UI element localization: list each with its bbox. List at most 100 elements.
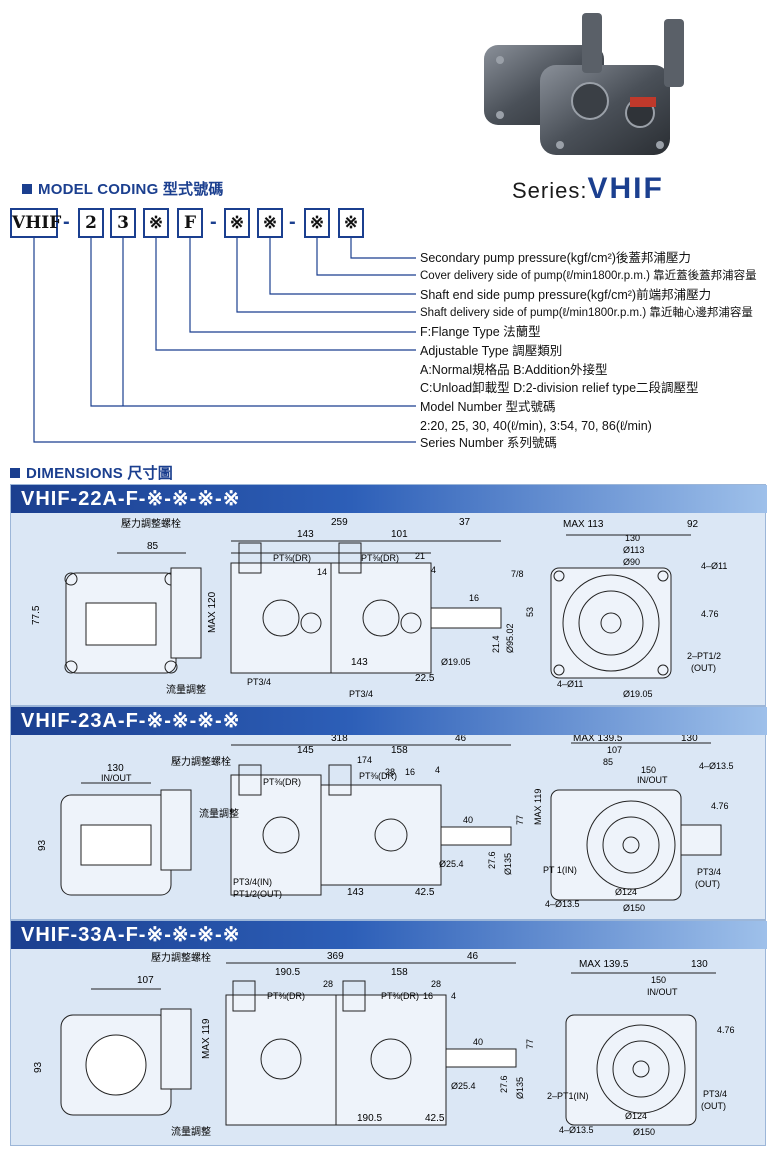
phi-135: Ø135 (515, 1077, 525, 1099)
drawing-23a: 130 IN/OUT 壓力調整螺栓 流量調整 93 318 145 158 46… (37, 735, 734, 913)
pt-dr-a: PT⅜(DR) (273, 553, 311, 563)
dim-143: 143 (347, 887, 364, 898)
code-box-adjustable: ※ (143, 208, 169, 238)
dim-77-5: 77.5 (31, 605, 42, 625)
product-photo (484, 13, 684, 155)
dim-85: 85 (147, 541, 159, 552)
pt12: 2–PT1/2 (687, 651, 721, 661)
dim-16: 16 (405, 767, 415, 777)
dim-42-5: 42.5 (415, 887, 435, 898)
dim-77: 77 (515, 815, 525, 825)
legend-shaft-delivery: Shaft delivery side of pump(ℓ/min1800r.p… (420, 307, 753, 319)
dim-28: 28 (323, 979, 333, 989)
dim-190-5: 190.5 (275, 967, 300, 978)
phi-124: Ø124 (615, 887, 637, 897)
dim-7-8: 7/8 (511, 569, 524, 579)
model-coding-title: MODEL CODING 型式號碼 (38, 181, 224, 198)
square-bullet-icon (22, 184, 32, 194)
phi-25: Ø25.4 (439, 859, 464, 869)
dim-28b: 28 (431, 979, 441, 989)
dim-4: 4 (451, 991, 456, 1001)
dim-37: 37 (459, 517, 471, 528)
square-bullet-icon (10, 468, 20, 478)
dim-21-4: 21.4 (491, 635, 501, 653)
phi-150: Ø150 (623, 903, 645, 913)
adj-bolt-label: 壓力調整螺栓 (171, 755, 231, 768)
flow-adj-label: 流量調整 (171, 1125, 211, 1138)
pt34in: PT3/4(IN) (233, 877, 272, 887)
pt12out: PT1/2(OUT) (233, 889, 282, 899)
dim-28: 28 (385, 767, 395, 777)
code-box-cover-delivery: ※ (304, 208, 330, 238)
dimension-panel-23a: VHIF-23A-F-※-※-※-※ 130 IN/OUT 壓力調整螺栓 流量調… (10, 706, 767, 920)
legend-shaft-pressure: Shaft end side pump pressure(kgf/cm²)前端邦… (420, 288, 712, 302)
phi-95: Ø95.02 (505, 623, 515, 653)
legend-model-values: 2:20, 25, 30, 40(ℓ/min), 3:54, 70, 86(ℓ/… (420, 419, 652, 433)
out-label: (OUT) (695, 879, 720, 889)
legend-adjustable-type: Adjustable Type 調壓類別 (420, 344, 563, 358)
legend-adjustable-ab: A:Normal規格品 B:Addition外接型 (420, 363, 608, 377)
dim-369: 369 (327, 951, 344, 962)
max119: MAX 119 (201, 1018, 212, 1059)
dim-92: 92 (687, 519, 699, 530)
code-box-shaft-pressure: ※ (257, 208, 283, 238)
dim-max120: MAX 120 (207, 591, 218, 633)
phi-19: Ø19.05 (441, 657, 471, 667)
phi-90: Ø90 (623, 557, 640, 567)
dim-145: 145 (297, 745, 314, 756)
panel-title: VHIF-22A-F-※-※-※-※ (11, 485, 767, 513)
pt-dr-b: PT⅜(DR) (361, 553, 399, 563)
inout: IN/OUT (101, 773, 132, 783)
dim-158: 158 (391, 745, 408, 756)
dim-174: 174 (357, 755, 372, 765)
series-name: VHIF (587, 172, 664, 205)
series-label: Series:VHIF (512, 172, 664, 206)
dim-42-5: 42.5 (425, 1113, 445, 1124)
max139: MAX 139.5 (579, 959, 629, 970)
code-dash: - (210, 211, 217, 233)
dim-130: 130 (625, 533, 640, 543)
series-prefix: Series: (512, 178, 588, 203)
dim-259: 259 (331, 517, 348, 528)
code-box-flange: F (177, 208, 203, 238)
legend-adjustable-cd: C:Unload卸載型 D:2-division relief type二段調壓… (420, 381, 699, 395)
dim-46: 46 (455, 735, 467, 744)
dim-101: 101 (391, 529, 408, 540)
inout: IN/OUT (647, 987, 678, 997)
pt34: PT3/4 (703, 1089, 727, 1099)
dim-93: 93 (33, 1061, 44, 1073)
phi-19b: Ø19.05 (623, 689, 653, 699)
coding-leader-lines (33, 238, 416, 443)
dim-77: 77 (525, 1039, 535, 1049)
dim-107: 107 (607, 745, 622, 755)
pt-dr-b: PT⅜(DR) (359, 771, 397, 781)
legend-model-number: Model Number 型式號碼 (420, 400, 556, 414)
code-box-series: VHIF (10, 208, 61, 238)
dim-4: 4 (435, 765, 440, 775)
legend-series-number: Series Number 系列號碼 (420, 436, 557, 450)
hole: 4–Ø13.5 (559, 1125, 594, 1135)
phi-135: Ø135 (503, 853, 513, 875)
panel-title: VHIF-23A-F-※-※-※-※ (11, 707, 767, 735)
pt-dr-a: PT⅜(DR) (263, 777, 301, 787)
dim-21: 21 (415, 551, 425, 561)
hole2: 4–Ø13.5 (545, 899, 580, 909)
legend-secondary-pressure: Secondary pump pressure(kgf/cm²)後蓋邦浦壓力 (420, 251, 691, 265)
dimensions-heading: DIMENSIONS 尺寸圖 (10, 462, 173, 483)
dim-40: 40 (473, 1037, 483, 1047)
code-dash: - (63, 211, 70, 233)
flow-adj-label: 流量調整 (199, 807, 239, 820)
flow-adj-label: 流量調整 (166, 683, 206, 696)
legend-cover-delivery: Cover delivery side of pump(ℓ/min1800r.p… (420, 270, 757, 282)
hole-4b: 4–Ø11 (557, 679, 583, 689)
out-label: (OUT) (701, 1101, 726, 1111)
code-box-model-1: 2 (78, 208, 104, 238)
code-dash: - (289, 211, 296, 233)
panel-title: VHIF-33A-F-※-※-※-※ (11, 921, 767, 949)
out-label: (OUT) (691, 663, 716, 673)
dim-16: 16 (423, 991, 433, 1001)
dim-130: 130 (107, 763, 124, 774)
dim-4-76: 4.76 (717, 1025, 735, 1035)
dim-143b: 143 (351, 657, 368, 668)
max113: MAX 113 (563, 519, 604, 530)
